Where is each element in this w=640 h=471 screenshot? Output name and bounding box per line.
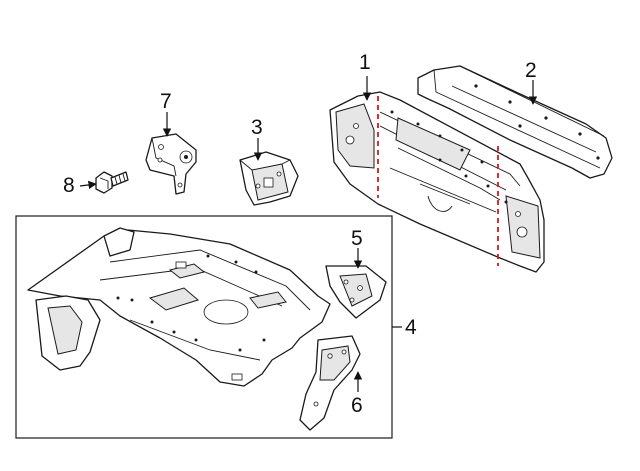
part-7-bracket: [145, 133, 197, 195]
callout-3: 3: [251, 116, 263, 139]
callout-5: 5: [351, 227, 363, 250]
callout-1: 1: [359, 51, 371, 74]
callout-2: 2: [525, 59, 537, 82]
part-4-rear-floor: [27, 227, 331, 387]
part-3-bracket: [239, 151, 299, 206]
callout-6: 6: [351, 394, 363, 417]
part-5-bracket: [325, 265, 387, 319]
callout-8: 8: [63, 174, 75, 197]
part-8-bolt: [95, 171, 129, 194]
callout-4: 4: [405, 316, 417, 339]
callout-7: 7: [160, 90, 172, 113]
part-1-rear-panel: [329, 91, 545, 273]
part-2-cross-member: [417, 65, 613, 179]
part-6-bracket: [299, 335, 361, 431]
leader-8: [79, 180, 97, 190]
